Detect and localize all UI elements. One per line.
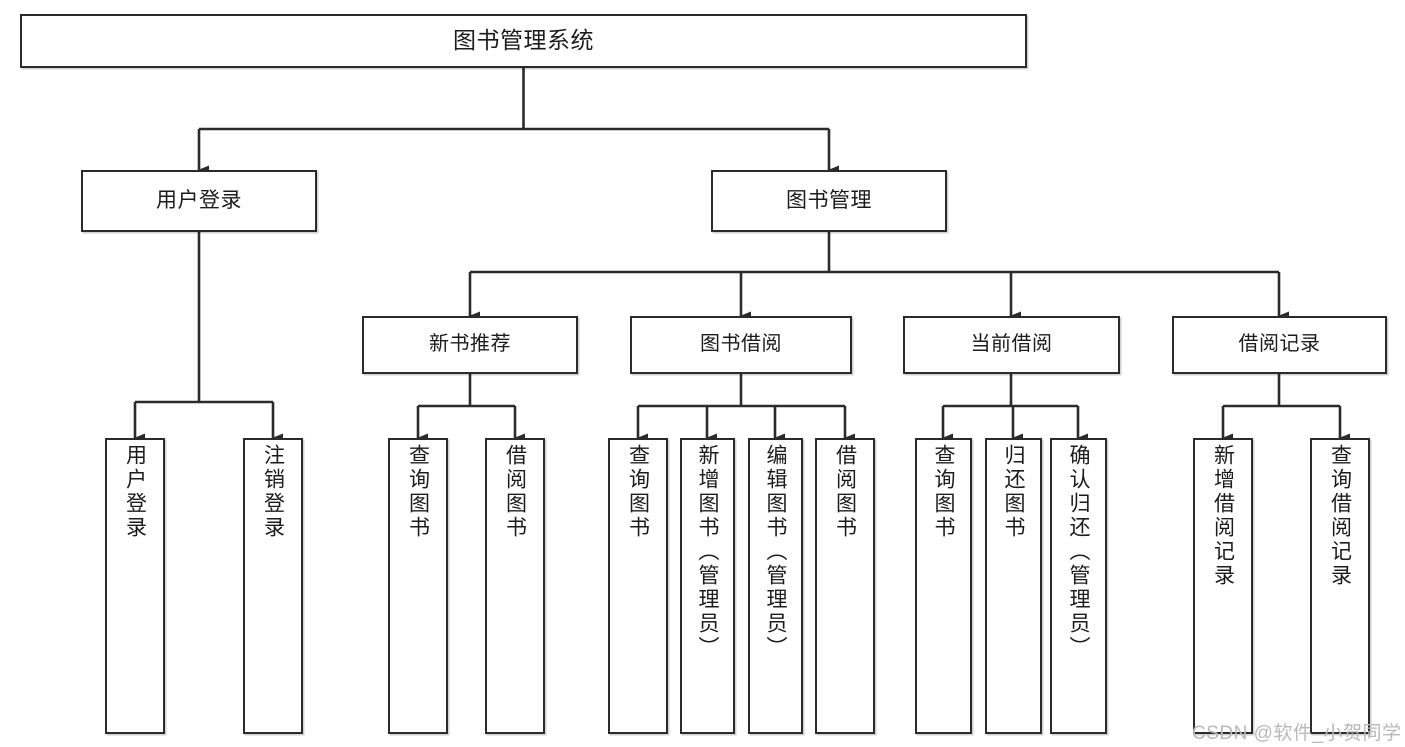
node-label: 图书管理: [786, 188, 872, 212]
node-l2-new[interactable]: 新书推荐: [362, 316, 578, 374]
node-l3-d2[interactable]: 归还图书: [985, 438, 1042, 734]
node-label: 借阅图书: [833, 444, 857, 540]
node-l3-e1[interactable]: 新增借阅记录: [1193, 438, 1253, 734]
node-label: 归还图书: [1002, 444, 1025, 540]
node-l3-e2[interactable]: 查询借阅记录: [1310, 438, 1370, 734]
node-label: 查询图书: [626, 444, 650, 540]
node-l2-record[interactable]: 借阅记录: [1172, 316, 1387, 374]
node-label: 图书借阅: [700, 333, 782, 356]
node-l3-c4[interactable]: 借阅图书: [815, 438, 875, 734]
node-label: 图书管理系统: [453, 27, 594, 54]
node-l2-borrow[interactable]: 图书借阅: [630, 316, 852, 374]
node-l1-book[interactable]: 图书管理: [711, 170, 947, 232]
node-label: 用户登录: [123, 444, 147, 540]
node-label: 新增图书（管理员）: [696, 444, 719, 660]
node-label: 当前借阅: [970, 333, 1053, 356]
node-l2-current[interactable]: 当前借阅: [903, 316, 1120, 374]
connector-lines: [133, 68, 1350, 443]
node-label: 确认归还（管理员）: [1067, 444, 1090, 660]
node-l3-a2[interactable]: 注销登录: [243, 438, 303, 734]
node-l3-b2[interactable]: 借阅图书: [485, 438, 545, 734]
node-l1-login[interactable]: 用户登录: [81, 170, 317, 232]
node-l3-a1[interactable]: 用户登录: [105, 438, 165, 734]
node-label: 用户登录: [156, 188, 242, 212]
node-label: 新书推荐: [429, 333, 511, 356]
node-l3-c3[interactable]: 编辑图书（管理员）: [748, 438, 803, 734]
node-label: 新增借阅记录: [1211, 444, 1235, 588]
node-label: 借阅记录: [1238, 333, 1321, 356]
node-l3-c2[interactable]: 新增图书（管理员）: [680, 438, 735, 734]
node-label: 借阅图书: [503, 444, 527, 540]
node-l3-c1[interactable]: 查询图书: [608, 438, 668, 734]
node-l3-d3[interactable]: 确认归还（管理员）: [1050, 438, 1107, 734]
node-l3-d1[interactable]: 查询图书: [915, 438, 972, 734]
node-root[interactable]: 图书管理系统: [20, 14, 1027, 68]
node-label: 查询图书: [406, 444, 430, 540]
node-label: 查询借阅记录: [1328, 444, 1352, 588]
node-label: 编辑图书（管理员）: [764, 444, 787, 660]
node-label: 注销登录: [261, 444, 285, 540]
node-label: 查询图书: [932, 444, 955, 540]
node-l3-b1[interactable]: 查询图书: [388, 438, 448, 734]
